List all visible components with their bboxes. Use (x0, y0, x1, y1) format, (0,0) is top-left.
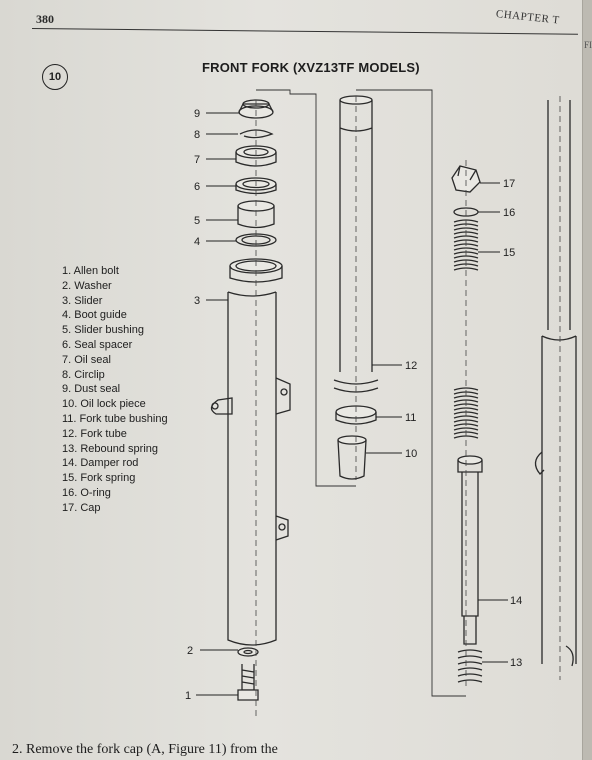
instruction-text: 2. Remove the fork cap (A, Figure 11) fr… (12, 742, 278, 757)
legend-item: 12. Fork tube (62, 427, 127, 440)
legend-item: 2. Washer (62, 279, 112, 292)
slider-part (210, 258, 291, 646)
callout-8: 8 (194, 129, 200, 141)
legend-item: 6. Seal spacer (62, 338, 133, 351)
facing-page-text: FI (584, 40, 592, 50)
parts-legend: 1. Allen bolt 2. Washer 3. Slider 4. Boo… (62, 264, 168, 516)
legend-item: 14. Damper rod (62, 457, 139, 470)
callout-5: 5 (194, 215, 200, 227)
page-number: 380 (36, 12, 54, 26)
legend-item: 7. Oil seal (62, 353, 111, 366)
legend-item: 16. O-ring (62, 486, 111, 499)
callout-13: 13 (510, 657, 522, 669)
facing-page-edge (582, 0, 592, 760)
callout-16: 16 (503, 207, 515, 219)
legend-item: 1. Allen bolt (62, 265, 119, 277)
legend-item: 9. Dust seal (62, 383, 121, 396)
callout-10: 10 (405, 448, 417, 460)
washer-part (237, 647, 259, 657)
callout-11: 11 (405, 412, 416, 424)
legend-item: 3. Slider (62, 294, 103, 307)
callout-15: 15 (503, 247, 515, 259)
legend-item: 5. Slider bushing (62, 324, 144, 337)
callout-3: 3 (194, 295, 200, 307)
cap-part (451, 165, 481, 193)
center-lines (255, 96, 561, 716)
legend-item: 13. Rebound spring (62, 442, 159, 455)
callout-9: 9 (194, 108, 200, 120)
leader-lines (196, 112, 508, 696)
fork-exploded-diagram: 9 8 7 6 5 4 3 2 1 12 11 10 17 16 15 14 1… (185, 89, 577, 716)
callout-4: 4 (194, 236, 200, 248)
legend-item: 4. Boot guide (62, 309, 127, 322)
legend-item: 17. Cap (62, 501, 101, 514)
callout-7: 7 (194, 154, 200, 166)
callout-1: 1 (185, 690, 191, 702)
assembled-fork-view (534, 100, 577, 667)
damper-rod-part (457, 455, 483, 645)
legend-item: 11. Fork tube bushing (62, 412, 168, 425)
callout-6: 6 (194, 181, 200, 193)
legend-item: 15. Fork spring (62, 472, 136, 485)
legend-item: 8. Circlip (62, 368, 105, 381)
callout-17: 17 (503, 178, 515, 190)
allen-bolt-part (237, 664, 259, 701)
figure-title: FRONT FORK (XVZ13TF MODELS) (202, 60, 420, 75)
oil-lock-piece-part (337, 435, 367, 480)
legend-item: 10. Oil lock piece (62, 398, 146, 411)
figure-number-badge: 10 (42, 64, 68, 90)
callout-12: 12 (405, 360, 417, 372)
alignment-lines (256, 89, 466, 697)
circlip-part (239, 129, 274, 139)
callout-14: 14 (510, 595, 522, 607)
callout-2: 2 (187, 645, 193, 657)
rebound-spring-part (457, 649, 483, 683)
